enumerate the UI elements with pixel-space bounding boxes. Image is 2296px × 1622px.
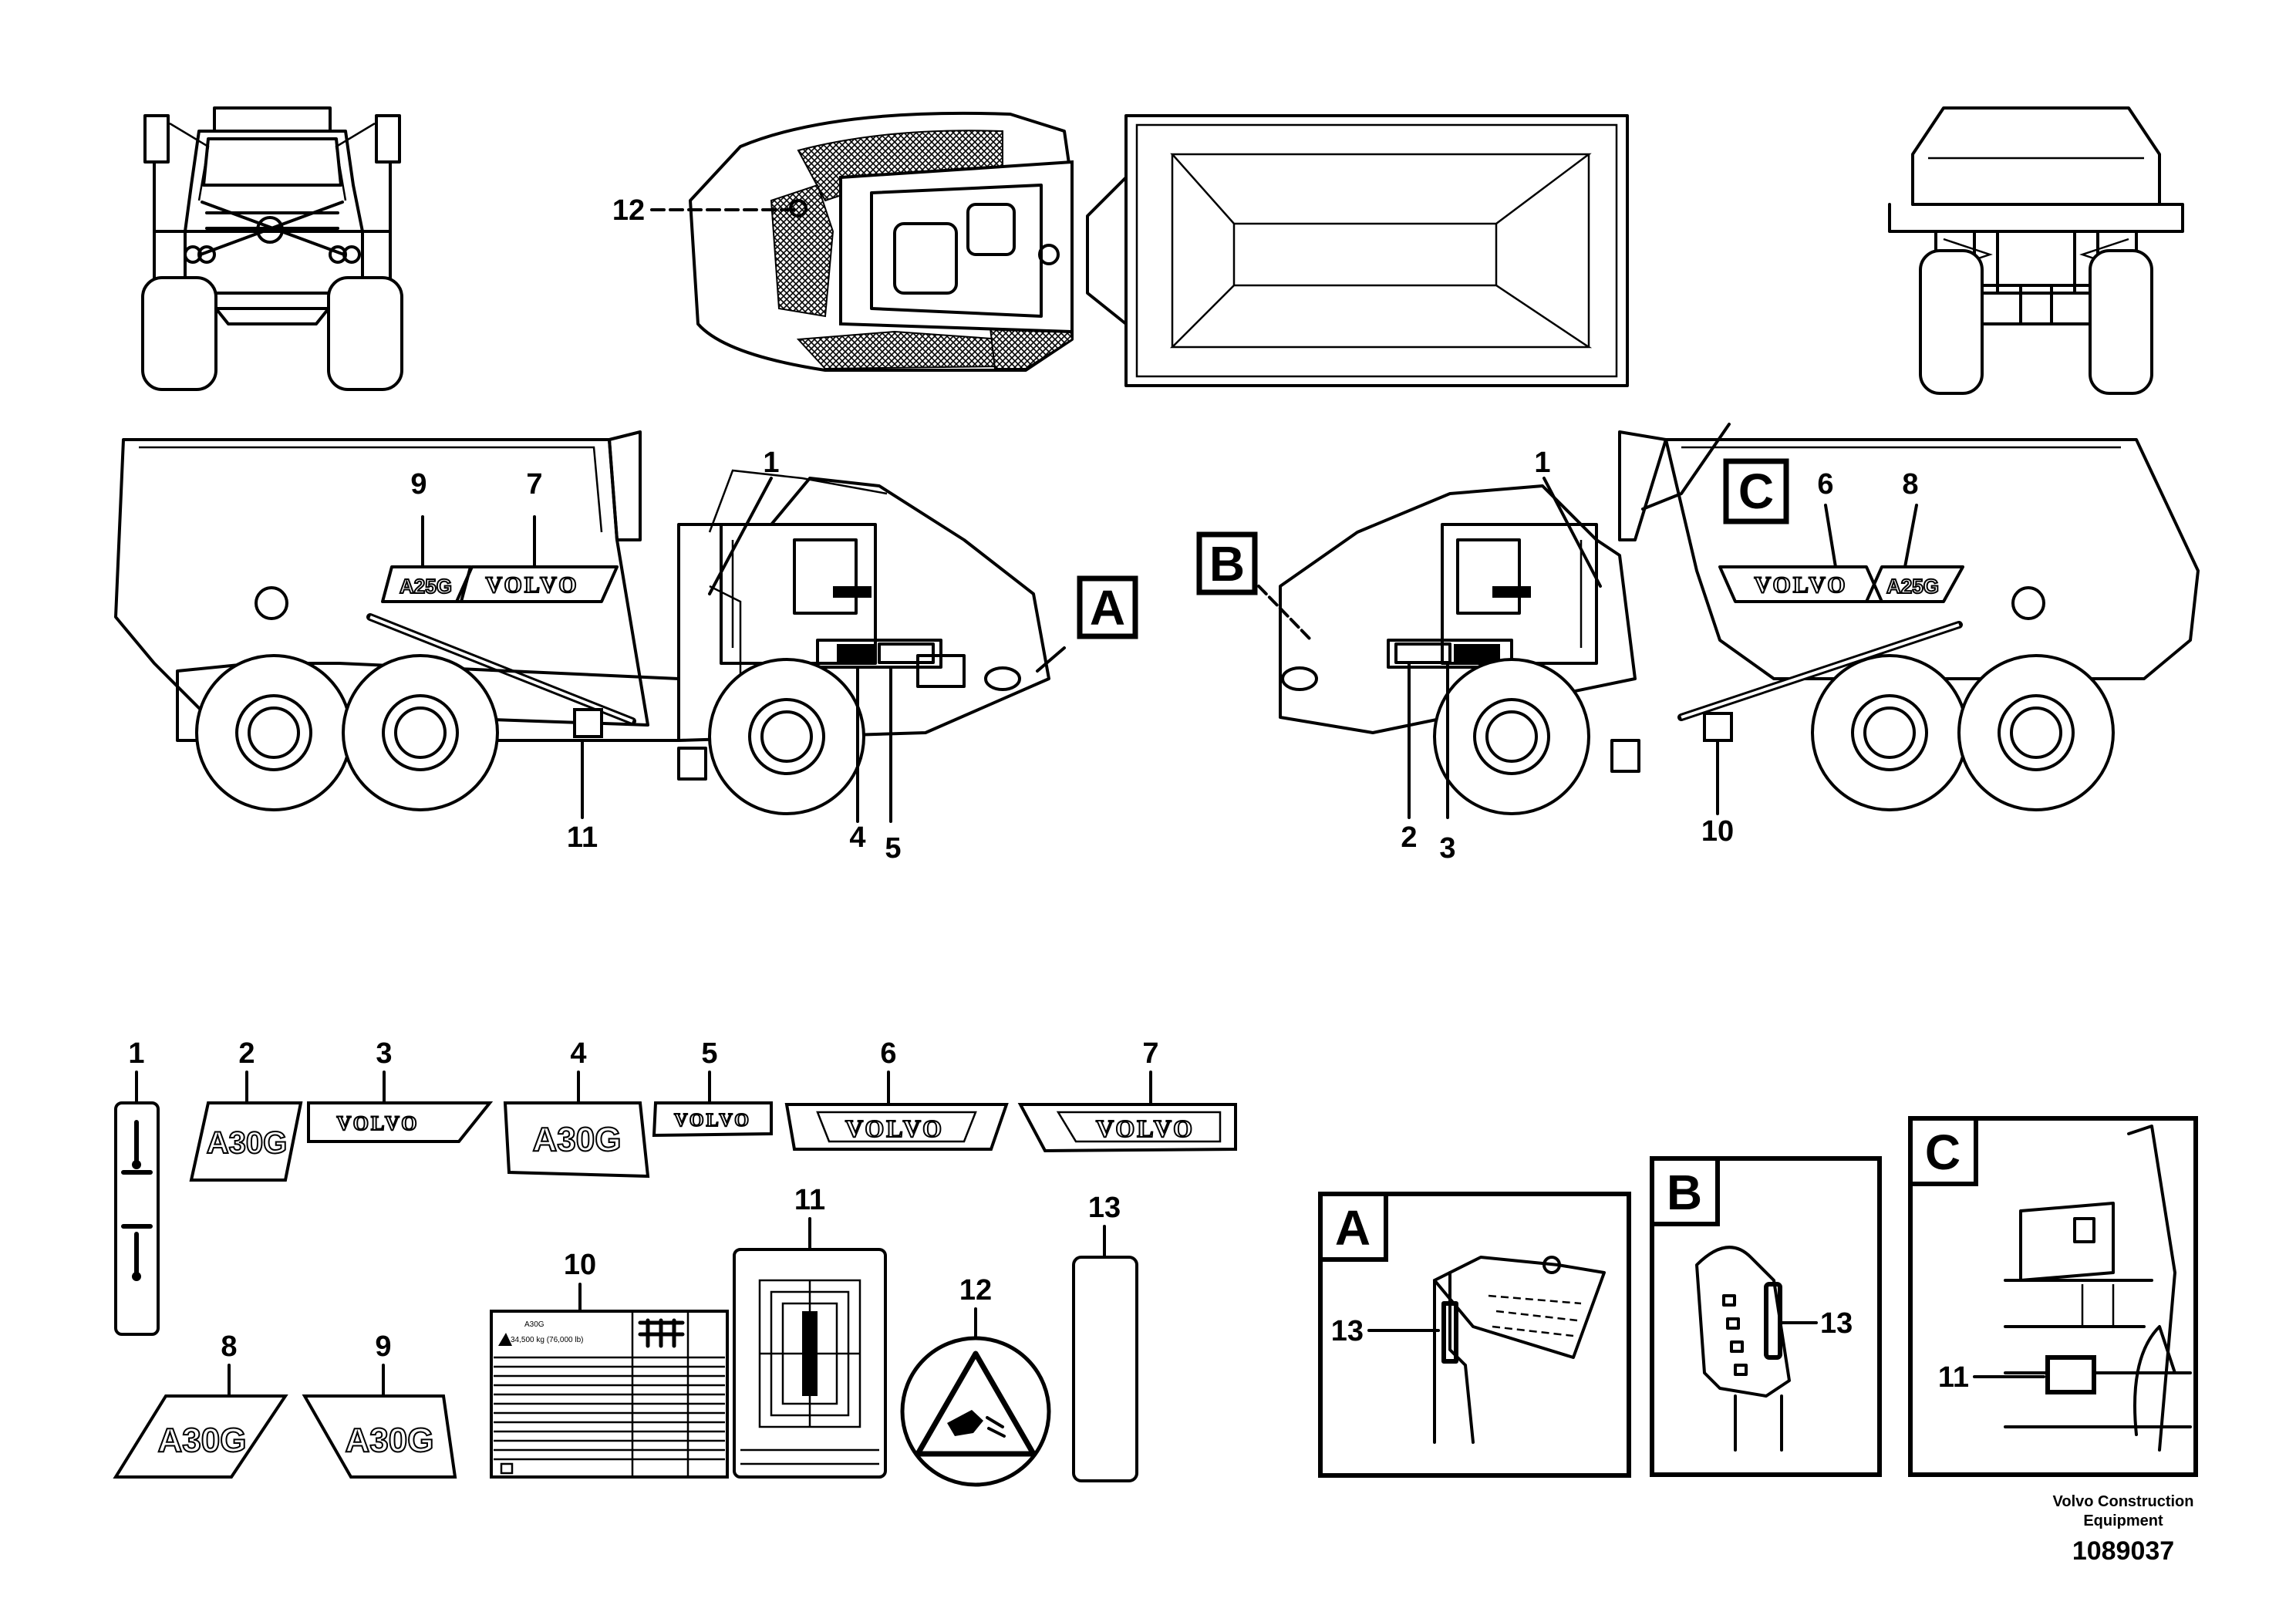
- part-4-text: A30G: [533, 1121, 622, 1158]
- part-9-text: A30G: [346, 1421, 434, 1459]
- part-6-number: 6: [880, 1037, 896, 1070]
- part-4-decal: [503, 1101, 650, 1179]
- part-8-decal: [113, 1394, 288, 1479]
- side-decal-6-text: VOLVO: [1754, 572, 1847, 598]
- part-12-number: 12: [959, 1274, 992, 1307]
- view-marker-b: B: [1209, 536, 1245, 592]
- callout-3-top: 3: [1439, 832, 1455, 865]
- callout-9-top: 9: [410, 468, 426, 501]
- view-marker-c: C: [1738, 464, 1774, 519]
- part-8-text: A30G: [158, 1421, 247, 1459]
- part-3-decal: [307, 1101, 494, 1143]
- callout-2-top: 2: [1401, 821, 1417, 854]
- part-9-number: 9: [375, 1330, 391, 1363]
- part-2-decal: [189, 1101, 303, 1182]
- part-5-text: VOLVO: [674, 1111, 751, 1131]
- part-11-number: 11: [794, 1184, 825, 1216]
- maker-name-line2: Equipment: [2083, 1512, 2163, 1529]
- left-side-view-drawing: [114, 430, 1050, 815]
- view-marker-a: A: [1090, 580, 1125, 636]
- maker-name-line1: Volvo Construction: [2053, 1493, 2194, 1510]
- side-decal-8-text: A25G: [1886, 575, 1939, 598]
- part-13-decal: [1072, 1256, 1138, 1482]
- part-13-number: 13: [1088, 1192, 1121, 1224]
- view-marker-b-box: [1196, 531, 1258, 595]
- part-6-text: VOLVO: [845, 1114, 944, 1142]
- rear-view-drawing: [1888, 106, 2184, 395]
- drawing-number: 1089037: [2072, 1536, 2174, 1566]
- part-4-number: 4: [570, 1037, 586, 1070]
- detail-view-c-label: C: [1925, 1125, 1961, 1180]
- leader-lines: [421, 208, 1918, 823]
- right-side-view-drawing: [1279, 430, 2200, 815]
- callout-12-top: 12: [612, 194, 645, 227]
- part-9-decal: [302, 1394, 457, 1479]
- callout-5-top: 5: [885, 832, 901, 865]
- callout-1-right: 1: [1534, 447, 1550, 479]
- detail-c-callout-11: 11: [1938, 1361, 1969, 1394]
- part-2-text: A30G: [207, 1126, 288, 1160]
- callout-1-left: 1: [763, 447, 779, 479]
- callout-8-top: 8: [1902, 468, 1918, 501]
- view-marker-a-box: [1077, 575, 1138, 639]
- callout-10-top: 10: [1701, 815, 1734, 848]
- part-7-text: VOLVO: [1096, 1114, 1195, 1142]
- part-10-title: A30G: [524, 1320, 544, 1329]
- part-1-decal: [114, 1101, 160, 1336]
- part-5-decal: [652, 1101, 773, 1138]
- part-3-number: 3: [376, 1037, 392, 1070]
- part-12-warning-decal: [900, 1336, 1051, 1487]
- part-5-number: 5: [701, 1037, 717, 1070]
- view-marker-c-box: [1723, 458, 1789, 524]
- part-8-number: 8: [221, 1330, 237, 1363]
- side-decal-7-text: VOLVO: [485, 572, 578, 598]
- detail-view-b-label: B: [1667, 1165, 1702, 1220]
- callout-6-top: 6: [1817, 468, 1833, 501]
- detail-a-callout-13: 13: [1331, 1315, 1364, 1347]
- detail-view-a-label: A: [1335, 1200, 1371, 1256]
- part-10-weight: 34,500 kg (76,000 lb): [511, 1336, 584, 1344]
- callout-4-top: 4: [849, 821, 865, 854]
- part-7-number: 7: [1142, 1037, 1158, 1070]
- part-2-number: 2: [238, 1037, 255, 1070]
- detail-b-callout-13: 13: [1820, 1307, 1853, 1340]
- callout-11-top: 11: [567, 821, 598, 854]
- part-1-number: 1: [128, 1037, 144, 1070]
- part-3-text: VOLVO: [337, 1112, 420, 1135]
- part-10-number: 10: [564, 1249, 596, 1281]
- front-view-drawing: [141, 106, 403, 391]
- top-view-drawing: [689, 111, 1629, 387]
- side-decal-9-text: A25G: [400, 575, 452, 598]
- callout-7-top: 7: [526, 468, 542, 501]
- part-6-decal: [784, 1103, 1009, 1151]
